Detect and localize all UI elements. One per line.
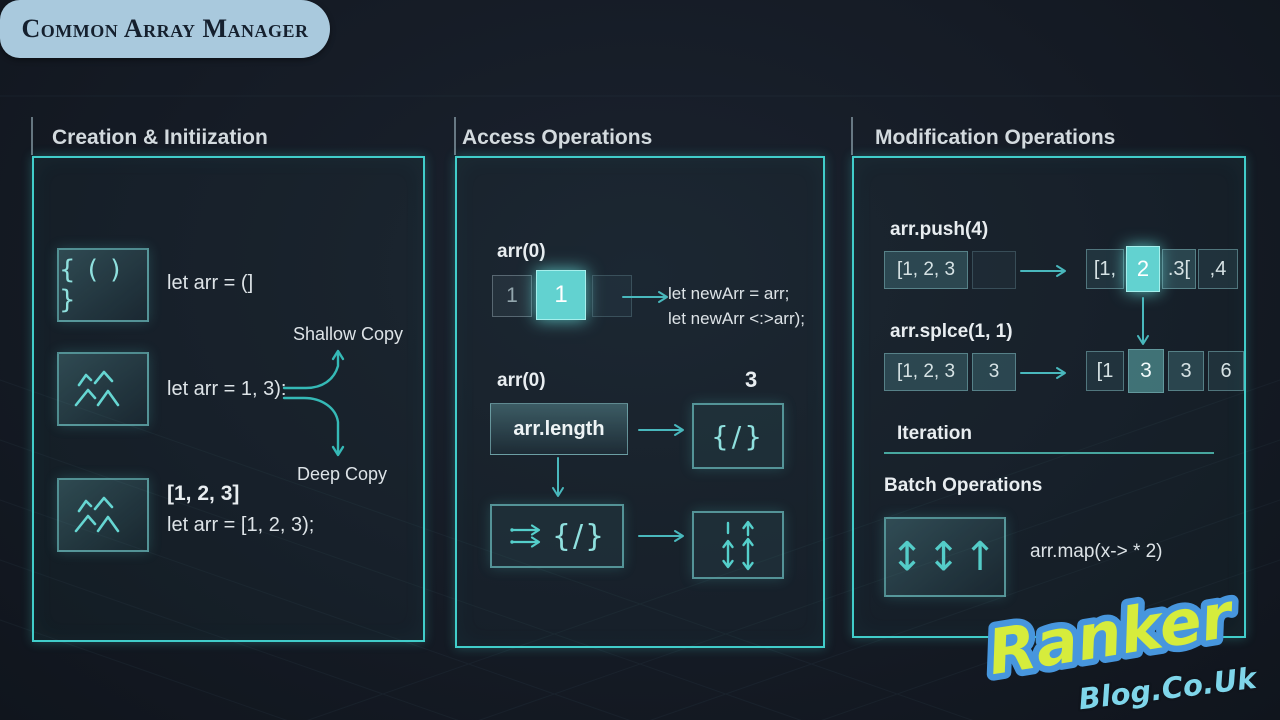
creation-row3-code: let arr = [1, 2, 3); <box>167 514 315 536</box>
shallow-copy-label: Shallow Copy <box>293 324 404 344</box>
push-label: arr.push(4) <box>890 219 989 240</box>
push-after-cell: .3[ <box>1162 249 1196 289</box>
mountains-icon <box>57 352 149 426</box>
access-row1-code1: let newArr = arr; <box>668 284 790 303</box>
right-arrow <box>638 530 684 542</box>
creation-row1-code: let arr = (] <box>167 272 254 294</box>
splice-before-cell: [1, 2, 3 <box>884 353 968 391</box>
array-cell: 1 <box>492 275 532 317</box>
right-arrow <box>1020 367 1066 379</box>
splice-before-cell: 3 <box>972 353 1016 391</box>
iteration-header: Iteration <box>897 423 972 444</box>
title-badge: Common Array Manager <box>0 0 330 58</box>
access-row1-code2: let newArr <:>arr); <box>668 309 805 328</box>
mountains-icon <box>57 478 149 552</box>
push-after-cell: [1, <box>1086 249 1124 289</box>
splice-after-cell: 3 <box>1168 351 1204 391</box>
modification-panel <box>852 156 1246 638</box>
right-arrow <box>1020 265 1066 277</box>
access-row2-label: arr(0) <box>497 370 546 391</box>
splice-after-cell: 6 <box>1208 351 1244 391</box>
creation-row3-value: [1, 2, 3] <box>167 482 240 505</box>
push-after-cell-highlighted: 2 <box>1126 246 1160 292</box>
map-arrows-icon: ↕↕↑ <box>884 517 1006 597</box>
access-row2-result: 3 <box>745 367 758 392</box>
batch-operations-header: Batch Operations <box>884 475 1043 496</box>
sort-arrows-icon <box>692 511 784 579</box>
creation-panel <box>32 156 425 642</box>
right-arrow <box>638 424 684 436</box>
down-arrow <box>1137 297 1149 345</box>
creation-row2-code: let arr = 1, 3): <box>167 378 287 400</box>
array-cell-highlighted: 1 <box>536 270 586 320</box>
push-after-cell: ,4 <box>1198 249 1238 289</box>
arr-length-box: arr.length <box>490 403 628 455</box>
down-arrow <box>552 457 564 497</box>
access-row1-label: arr(0) <box>497 241 546 262</box>
splice-label: arr.splce(1, 1) <box>890 321 1013 342</box>
splice-after-cell: [1 <box>1086 351 1124 391</box>
creation-header-tick <box>31 117 33 155</box>
creation-header: Creation & Initiization <box>52 126 268 149</box>
deep-copy-label: Deep Copy <box>297 464 388 484</box>
array-literal-icon: { ( ) } <box>57 248 149 322</box>
iterate-code-icon: {/} <box>490 504 624 568</box>
right-arrow <box>622 291 668 303</box>
access-header: Access Operations <box>462 126 653 149</box>
splice-after-cell-highlighted: 3 <box>1128 349 1164 393</box>
access-header-tick <box>454 117 456 155</box>
code-braces-icon: {/} <box>692 403 784 469</box>
push-before-cell: [1, 2, 3 <box>884 251 968 289</box>
page-title: Common Array Manager <box>21 14 309 43</box>
ranker-blog-logo: Ranker Blog.Co.Uk <box>982 578 1262 719</box>
iteration-underline <box>884 452 1214 454</box>
batch-code: arr.map(x-> * 2) <box>1030 541 1163 562</box>
modification-header-tick <box>851 117 853 155</box>
modification-header: Modification Operations <box>875 126 1116 149</box>
push-before-empty-cell <box>972 251 1016 289</box>
branch-arrows <box>282 349 345 457</box>
